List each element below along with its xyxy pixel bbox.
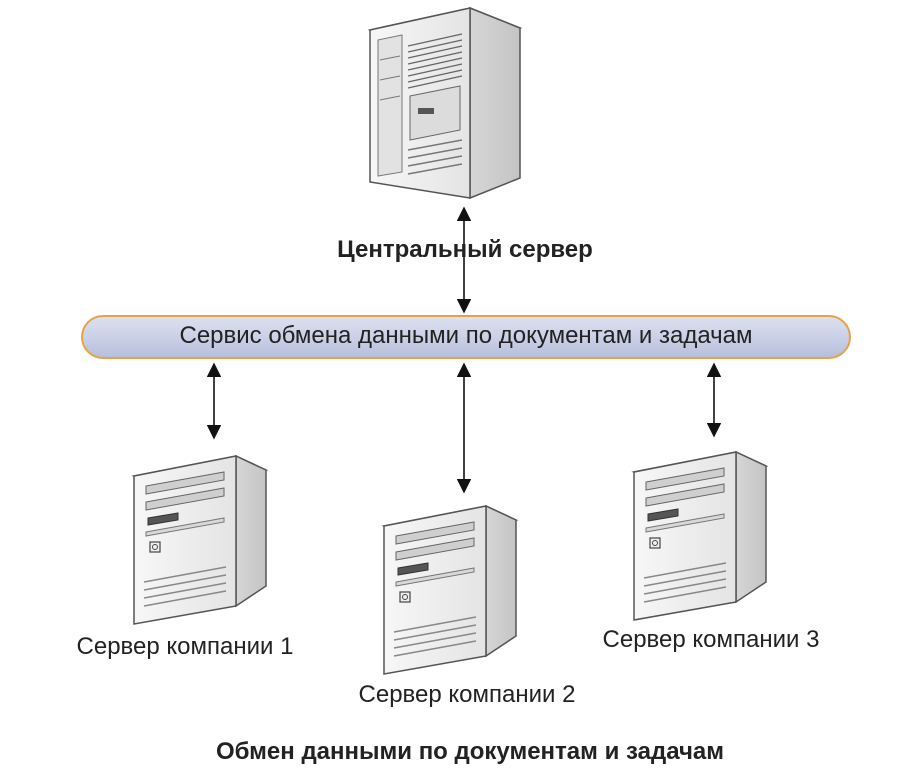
central-server-cabinet-icon <box>367 6 523 200</box>
company-1-server-label: Сервер компании 1 <box>76 633 294 660</box>
exchange-service-bus <box>81 315 851 359</box>
company-3-server-label: Сервер компании 3 <box>602 626 820 653</box>
company-2-server-icon <box>383 505 517 675</box>
exchange-service-label: Сервис обмена данными по документам и за… <box>179 322 753 349</box>
company-2-server-label: Сервер компании 2 <box>358 681 576 708</box>
company-1-server-icon <box>133 455 267 625</box>
diagram-caption: Обмен данными по документам и задачам <box>216 738 724 765</box>
central-server-label: Центральный сервер <box>337 236 593 263</box>
company-3-server-icon <box>633 451 767 621</box>
